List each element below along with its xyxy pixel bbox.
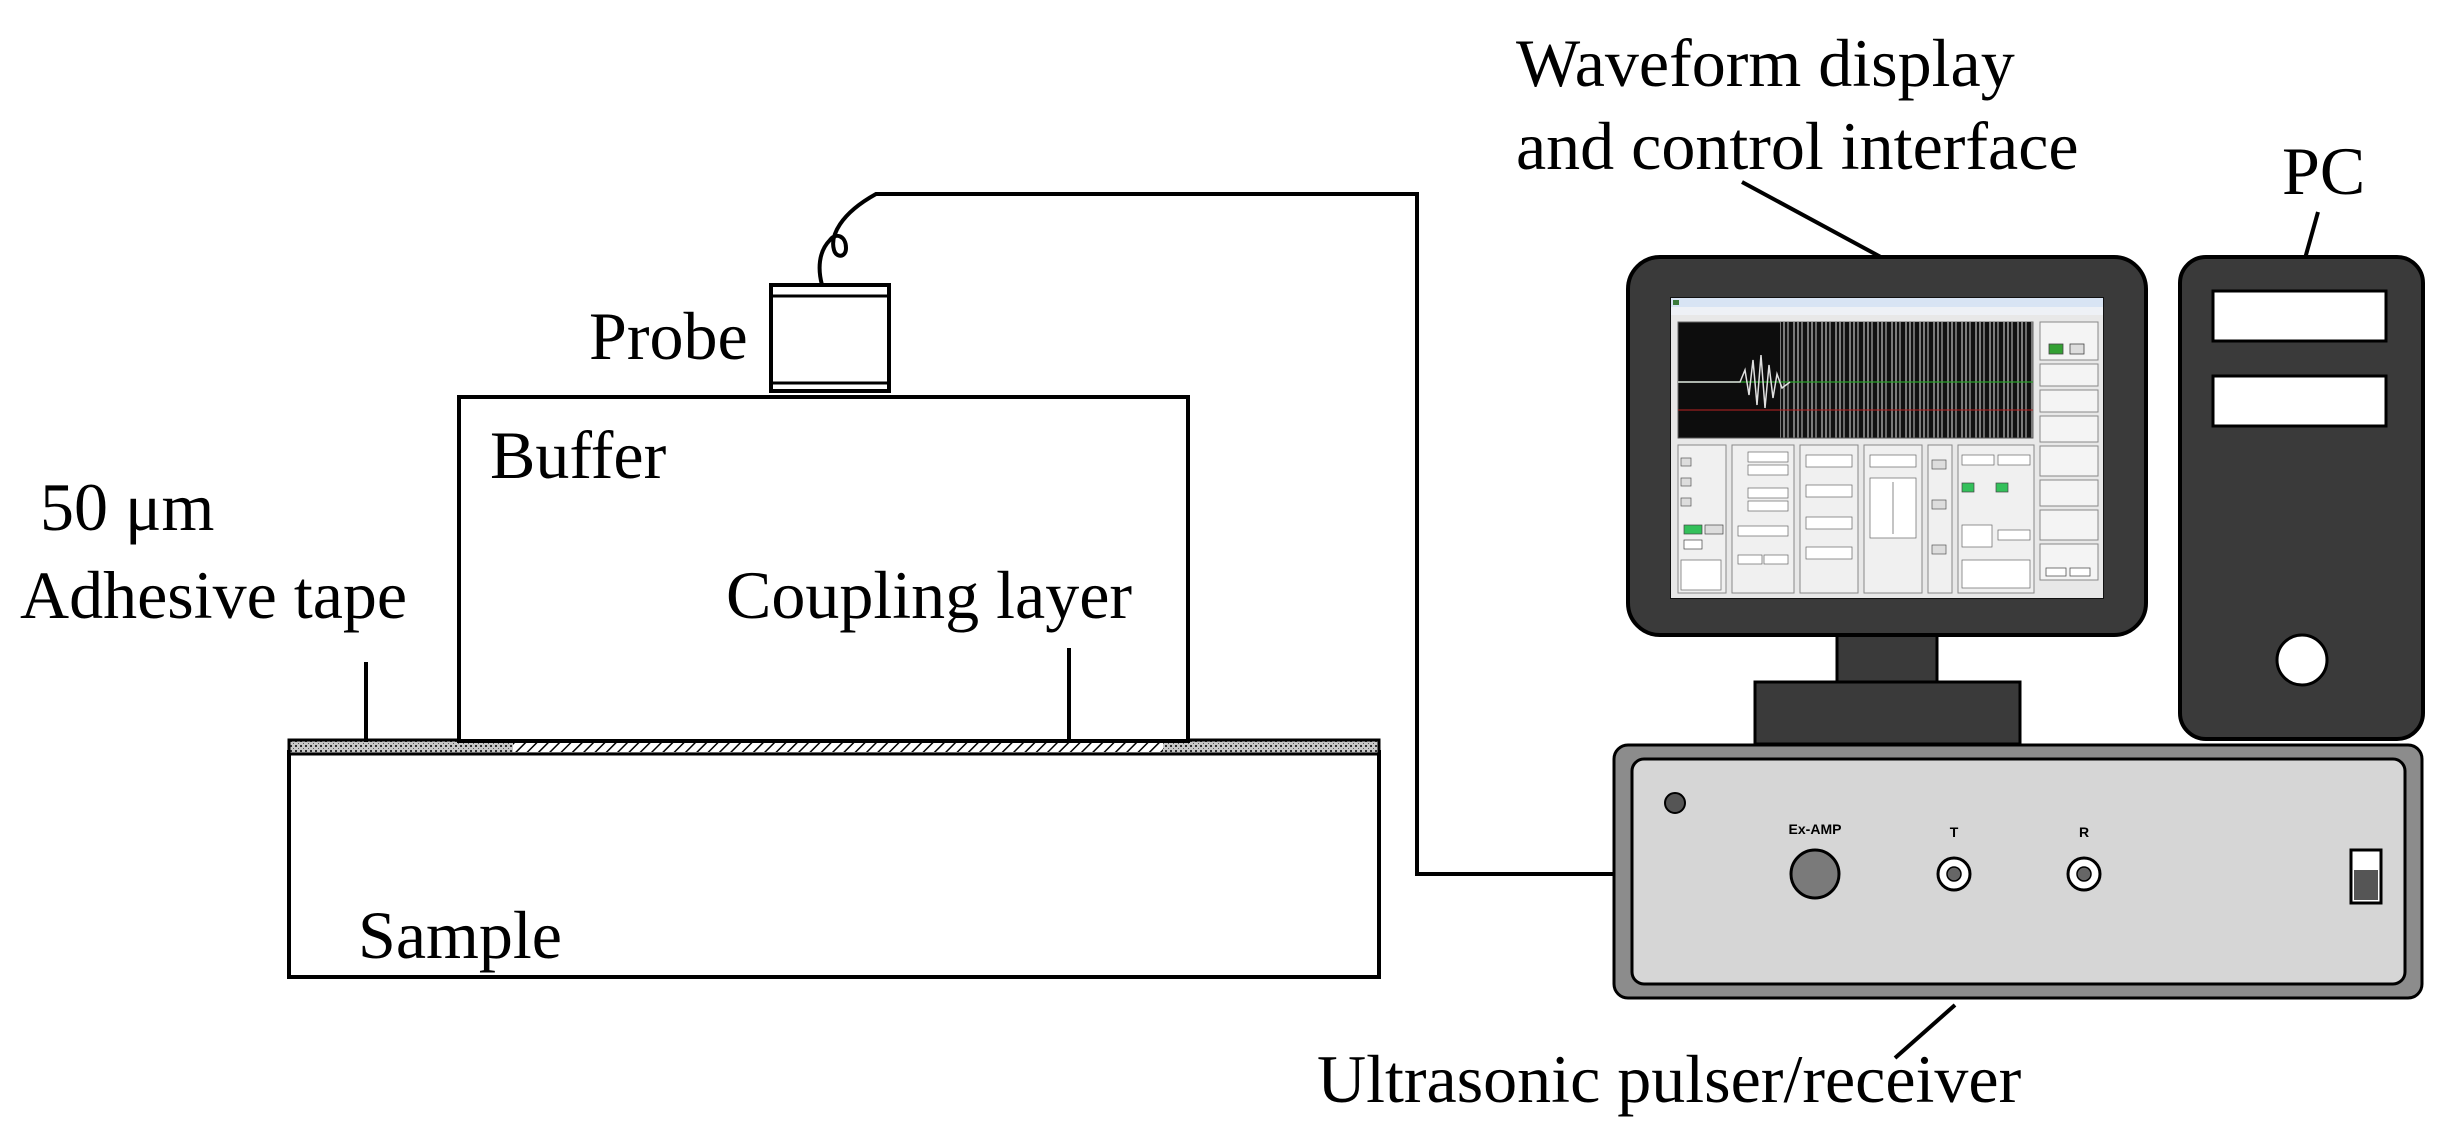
sample-label: Sample xyxy=(358,897,562,973)
pulser-receiver-unit: Ex-AMP T R xyxy=(1612,743,2424,1000)
screen-right-controls xyxy=(2039,321,2099,581)
probe xyxy=(769,283,891,393)
pulser-front-panel xyxy=(1630,757,2407,986)
r-port-label: R xyxy=(2079,824,2089,840)
drive-bay-1 xyxy=(2211,289,2388,343)
ex-amp-knob xyxy=(1789,848,1841,900)
monitor-stand-base xyxy=(1753,680,2022,746)
screen-menubar xyxy=(1671,307,2103,315)
sample-block xyxy=(287,750,1381,979)
probe-label: Probe xyxy=(589,298,748,374)
control-interface-label: and control interface xyxy=(1516,108,2079,184)
pc-label: PC xyxy=(2282,133,2365,209)
coupling-layer-label: Coupling layer xyxy=(726,557,1132,633)
buffer-block xyxy=(457,395,1190,743)
pc-leader-line xyxy=(2302,211,2320,263)
ex-amp-label: Ex-AMP xyxy=(1789,821,1842,837)
pulser-receiver-label: Ultrasonic pulser/receiver xyxy=(1317,1041,2022,1117)
t-port-label: T xyxy=(1950,824,1959,840)
drive-bay-2 xyxy=(2211,374,2388,428)
screen-titlebar xyxy=(1671,298,2103,307)
pulser-leader-line xyxy=(1893,1003,1957,1060)
coupling-layer xyxy=(513,742,1163,752)
adhesive-tape-label: Adhesive tape xyxy=(20,557,407,633)
probe-cable xyxy=(817,192,1943,876)
buffer-label: Buffer xyxy=(490,417,667,493)
screen-bottom-controls xyxy=(1677,444,2035,594)
indicator-lamp xyxy=(1664,792,1686,814)
tape-thickness-label: 50 μm xyxy=(40,469,214,545)
monitor xyxy=(1626,255,2148,746)
waveform-display-label: Waveform display xyxy=(1516,25,2015,101)
power-button xyxy=(2275,633,2329,687)
pc-tower xyxy=(2178,255,2425,741)
monitor-leader-line xyxy=(1741,180,1891,264)
